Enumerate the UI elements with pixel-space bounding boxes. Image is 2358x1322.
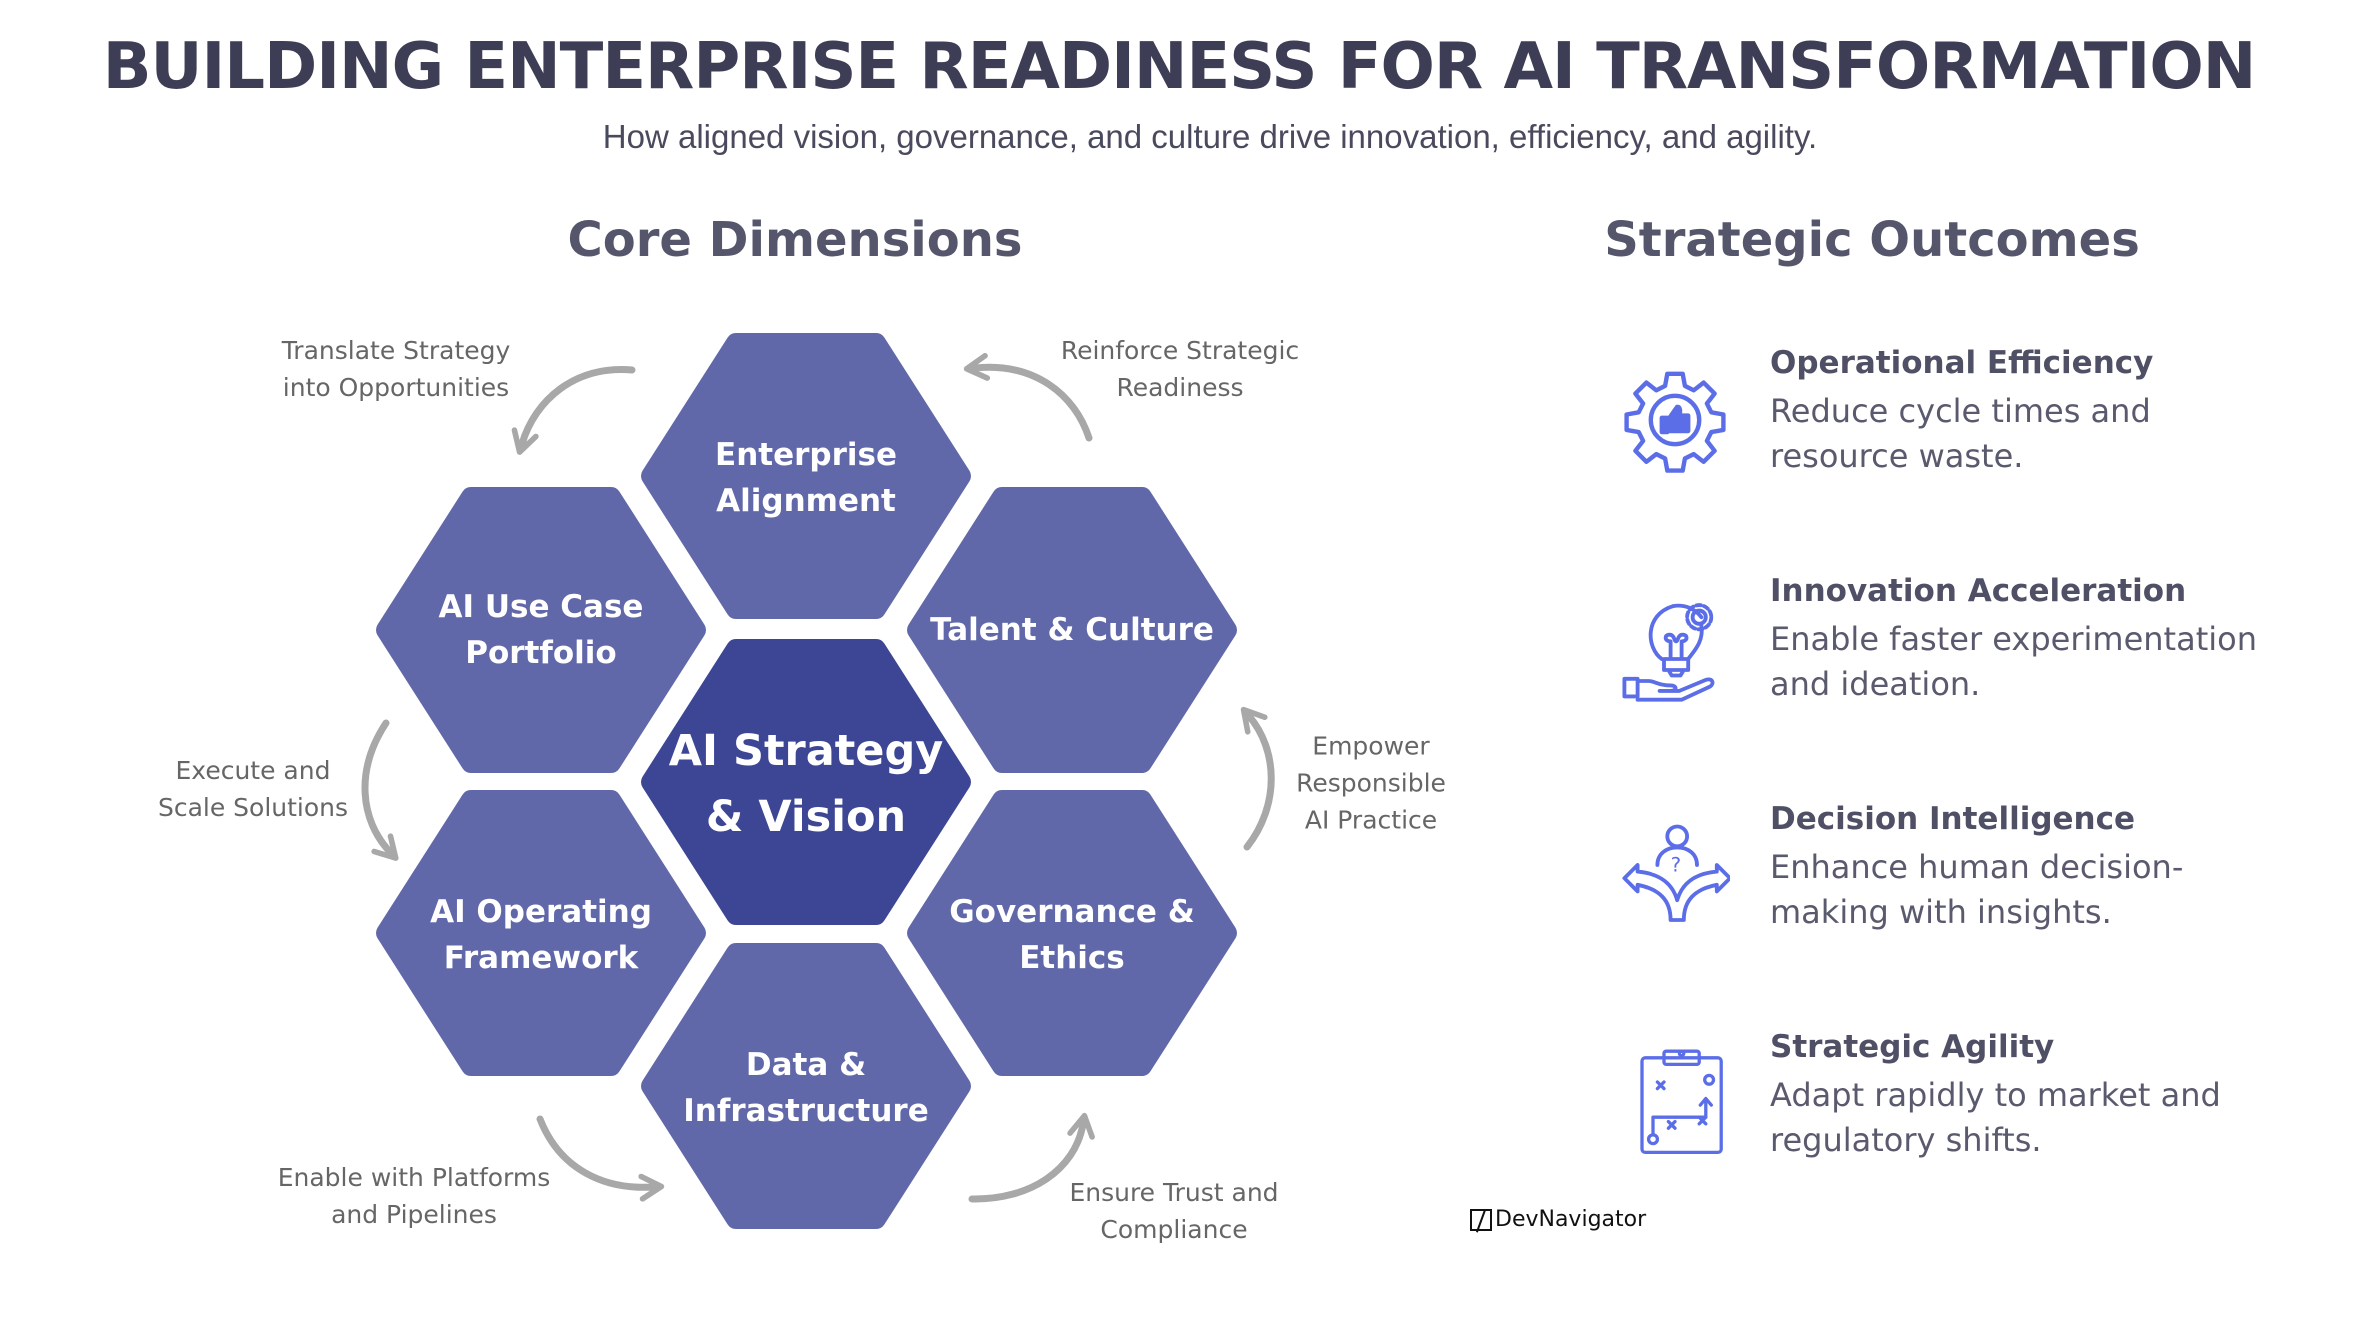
hex-ai-use-case-portfolio: AI Use Case Portfolio [376, 584, 706, 676]
cycle-arrow-ensure [968, 1112, 1095, 1203]
hex-governance-ethics: Governance & Ethics [907, 889, 1237, 981]
devnavigator-logo: DevNavigator [1470, 1207, 1646, 1232]
hex-label-line: Governance & [949, 894, 1195, 930]
hex-shape-center [641, 639, 971, 925]
annotation-line: AI Practice [1304, 805, 1438, 835]
annotation-line: Enable with Platforms [277, 1163, 551, 1192]
annotation-translate: Translate Strategy into Opportunities [282, 332, 511, 406]
person-decision-arrows-icon: ? [1622, 824, 1730, 922]
annotation-reinforce: Reinforce Strategic Readiness [1061, 332, 1299, 406]
hex-talent-culture: Talent & Culture [907, 607, 1237, 653]
hex-shape-lower-left [376, 790, 706, 1076]
outcome-innovation-acceleration: Innovation Acceleration Enable faster ex… [1620, 573, 2340, 793]
outcome-description: Reduce cycle times and resource waste. [1770, 392, 2151, 475]
annotation-line: Compliance [1100, 1215, 1248, 1244]
outcome-operational-efficiency: Operational Efficiency Reduce cycle time… [1620, 345, 2340, 565]
logo-mark-icon [1470, 1208, 1492, 1231]
hex-label-line: Enterprise [715, 437, 897, 473]
page-subtitle: How aligned vision, governance, and cult… [602, 118, 1818, 155]
annotation-line: and Pipelines [331, 1200, 497, 1229]
logo-text: DevNavigator [1495, 1207, 1647, 1232]
hex-ai-strategy-vision: AI Strategy & Vision [641, 718, 971, 850]
hex-shape-bottom [641, 943, 971, 1229]
annotation-line: Translate Strategy [281, 336, 511, 365]
page-title: BUILDING ENTERPRISE READINESS FOR AI TRA… [102, 30, 2257, 104]
outcome-title: Decision Intelligence [1770, 801, 2136, 837]
hex-label-line: AI Strategy [668, 726, 944, 776]
outcome-description: Enhance human decision-making with insig… [1770, 848, 2184, 931]
outcome-title: Operational Efficiency [1770, 345, 2154, 381]
cycle-arrow-translate [511, 366, 636, 455]
hex-enterprise-alignment: Enterprise Alignment [641, 432, 971, 524]
cycle-arrow-enable [536, 1115, 665, 1202]
hex-label-line: AI Operating [430, 894, 652, 930]
hex-shape-lower-right [907, 790, 1237, 1076]
annotation-ensure: Ensure Trust and Compliance [1069, 1174, 1278, 1248]
annotation-line: Scale Solutions [157, 793, 349, 822]
hex-label-line: Alignment [716, 483, 896, 519]
annotation-line: Reinforce Strategic [1060, 336, 1300, 365]
hex-label-line: & Vision [705, 792, 907, 842]
core-dimensions-heading: Core Dimensions [567, 212, 1023, 268]
annotation-line: Empower [1312, 731, 1430, 761]
annotation-line: Readiness [1116, 373, 1244, 402]
hex-label-line: Framework [443, 940, 639, 976]
outcome-decision-intelligence: ? Decision Intelligence Enhance human de… [1620, 801, 2340, 1021]
gear-thumbs-up-icon [1624, 371, 1726, 473]
outcome-strategic-agility: Strategic Agility Adapt rapidly to marke… [1620, 1029, 2340, 1249]
hex-label-line: Talent & Culture [930, 612, 1214, 648]
svg-text:?: ? [1671, 854, 1682, 877]
outcome-title: Strategic Agility [1770, 1029, 2055, 1065]
hex-label-line: Infrastructure [683, 1093, 929, 1129]
hex-data-infrastructure: Data & Infrastructure [641, 1042, 971, 1134]
hex-shape-top [641, 333, 971, 619]
lightbulb-hand-icon [1622, 603, 1715, 702]
outcome-description: Adapt rapidly to market and regulatory s… [1770, 1076, 2221, 1159]
annotation-empower: Empower Responsible AI Practice [1296, 728, 1446, 839]
strategic-outcomes-heading: Strategic Outcomes [1604, 212, 2140, 268]
annotation-line: Ensure Trust and [1069, 1178, 1279, 1207]
annotation-line: into Opportunities [282, 373, 510, 402]
cycle-arrow-reinforce [963, 352, 1093, 442]
hex-label-line: Portfolio [465, 635, 617, 671]
clipboard-strategy-icon [1640, 1049, 1723, 1155]
cycle-arrow-execute [361, 719, 399, 861]
cycle-arrow-empower [1240, 706, 1275, 851]
annotation-execute: Execute and Scale Solutions [158, 752, 348, 826]
hex-label-line: Ethics [1019, 940, 1125, 976]
hex-label-line: Data & [745, 1047, 867, 1083]
annotation-line: Execute and [175, 756, 331, 785]
hex-label-line: AI Use Case [438, 589, 644, 625]
outcome-title: Innovation Acceleration [1770, 573, 2187, 609]
annotation-line: Responsible [1296, 768, 1446, 798]
hex-shape-upper-left [376, 487, 706, 773]
hex-ai-operating-framework: AI Operating Framework [376, 889, 706, 981]
outcome-description: Enable faster experimentation and ideati… [1770, 620, 2257, 703]
annotation-enable: Enable with Platforms and Pipelines [278, 1159, 551, 1233]
hex-shape-upper-right [907, 487, 1237, 773]
